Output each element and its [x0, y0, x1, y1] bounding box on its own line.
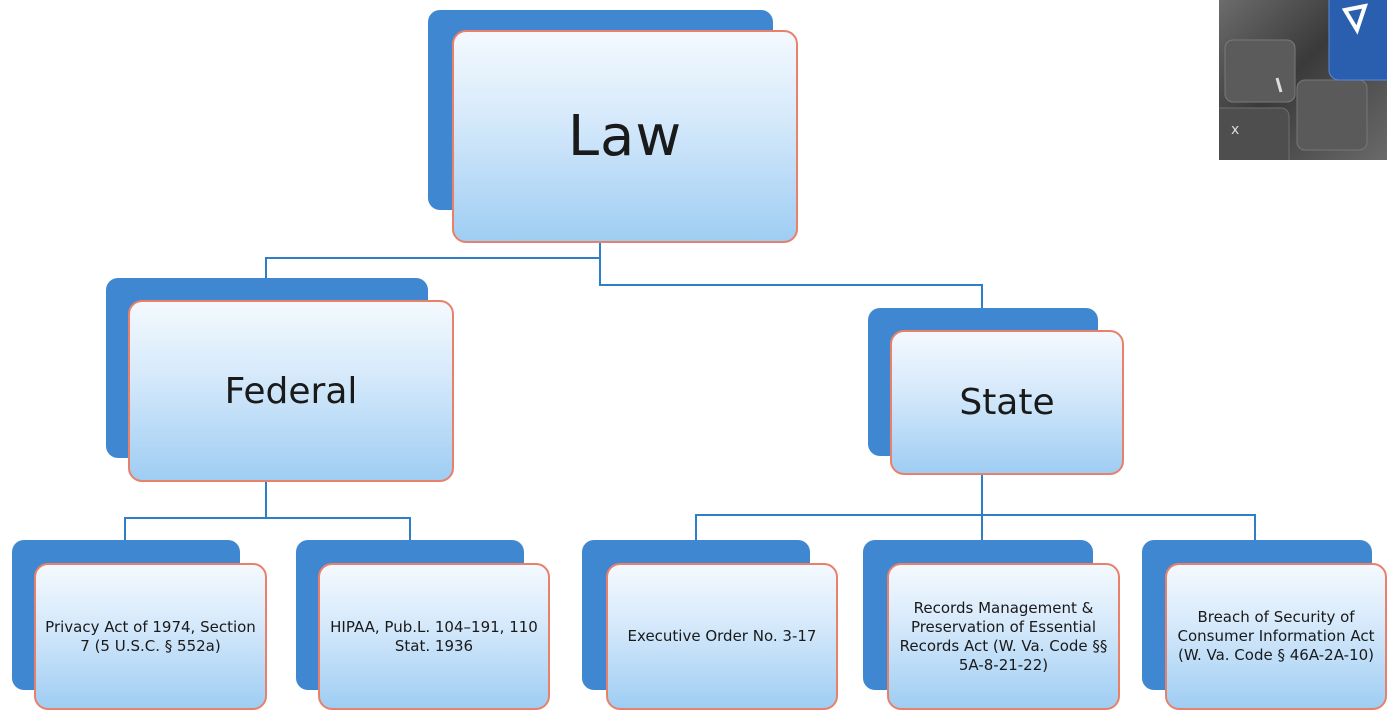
connector-federal-hipaa: [266, 517, 411, 540]
node-federal-label: Federal: [224, 370, 358, 412]
node-hipaa-label: HIPAA, Pub.L. 104–191, 110 Stat. 1936: [330, 617, 538, 655]
svg-text:x: x: [1231, 122, 1239, 138]
node-privacy-act-label: Privacy Act of 1974, Section 7 (5 U.S.C.…: [45, 617, 256, 655]
connector-federal-children: [124, 482, 267, 540]
node-executive-order-label: Executive Order No. 3-17: [627, 627, 817, 645]
node-state-label: State: [959, 382, 1055, 423]
keyboard-photo: x: [1219, 0, 1387, 160]
connector-law-state: [599, 258, 983, 308]
node-records-management-label: Records Management & Preservation of Ess…: [899, 598, 1108, 674]
connector-state-children: [695, 475, 983, 540]
node-breach-security-label: Breach of Security of Consumer Informati…: [1177, 608, 1375, 664]
keyboard-keys-graphic: x: [1219, 0, 1387, 160]
node-law-label: Law: [567, 104, 683, 169]
connector-state-breach: [982, 514, 1256, 540]
connector-law-federal: [265, 243, 601, 278]
